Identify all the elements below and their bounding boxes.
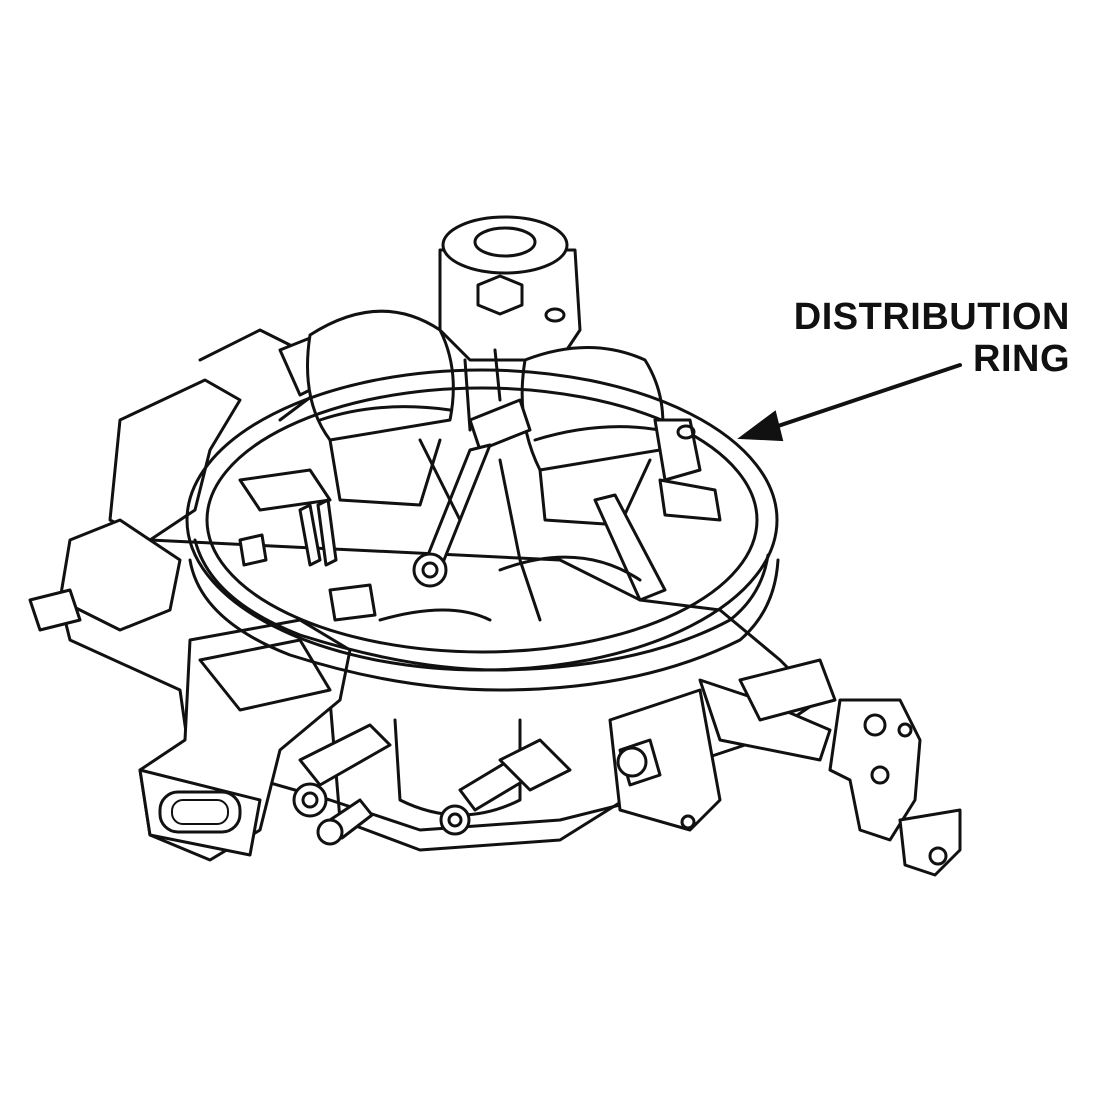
injector-pod bbox=[438, 215, 582, 362]
throttle-lever bbox=[608, 658, 962, 877]
right-fitting bbox=[653, 418, 722, 522]
center-linkage bbox=[412, 348, 542, 622]
callout-label-line2: RING bbox=[973, 338, 1070, 380]
bore-floor bbox=[238, 498, 642, 622]
callout-arrow-icon bbox=[737, 363, 962, 442]
left-throttle-bore bbox=[306, 309, 455, 507]
right-throttle-bore bbox=[520, 346, 665, 527]
front-fittings bbox=[292, 723, 572, 846]
callout-label-line1: DISTRIBUTION bbox=[793, 296, 1070, 338]
distribution-ring bbox=[185, 368, 780, 692]
tps-connector bbox=[138, 618, 352, 862]
